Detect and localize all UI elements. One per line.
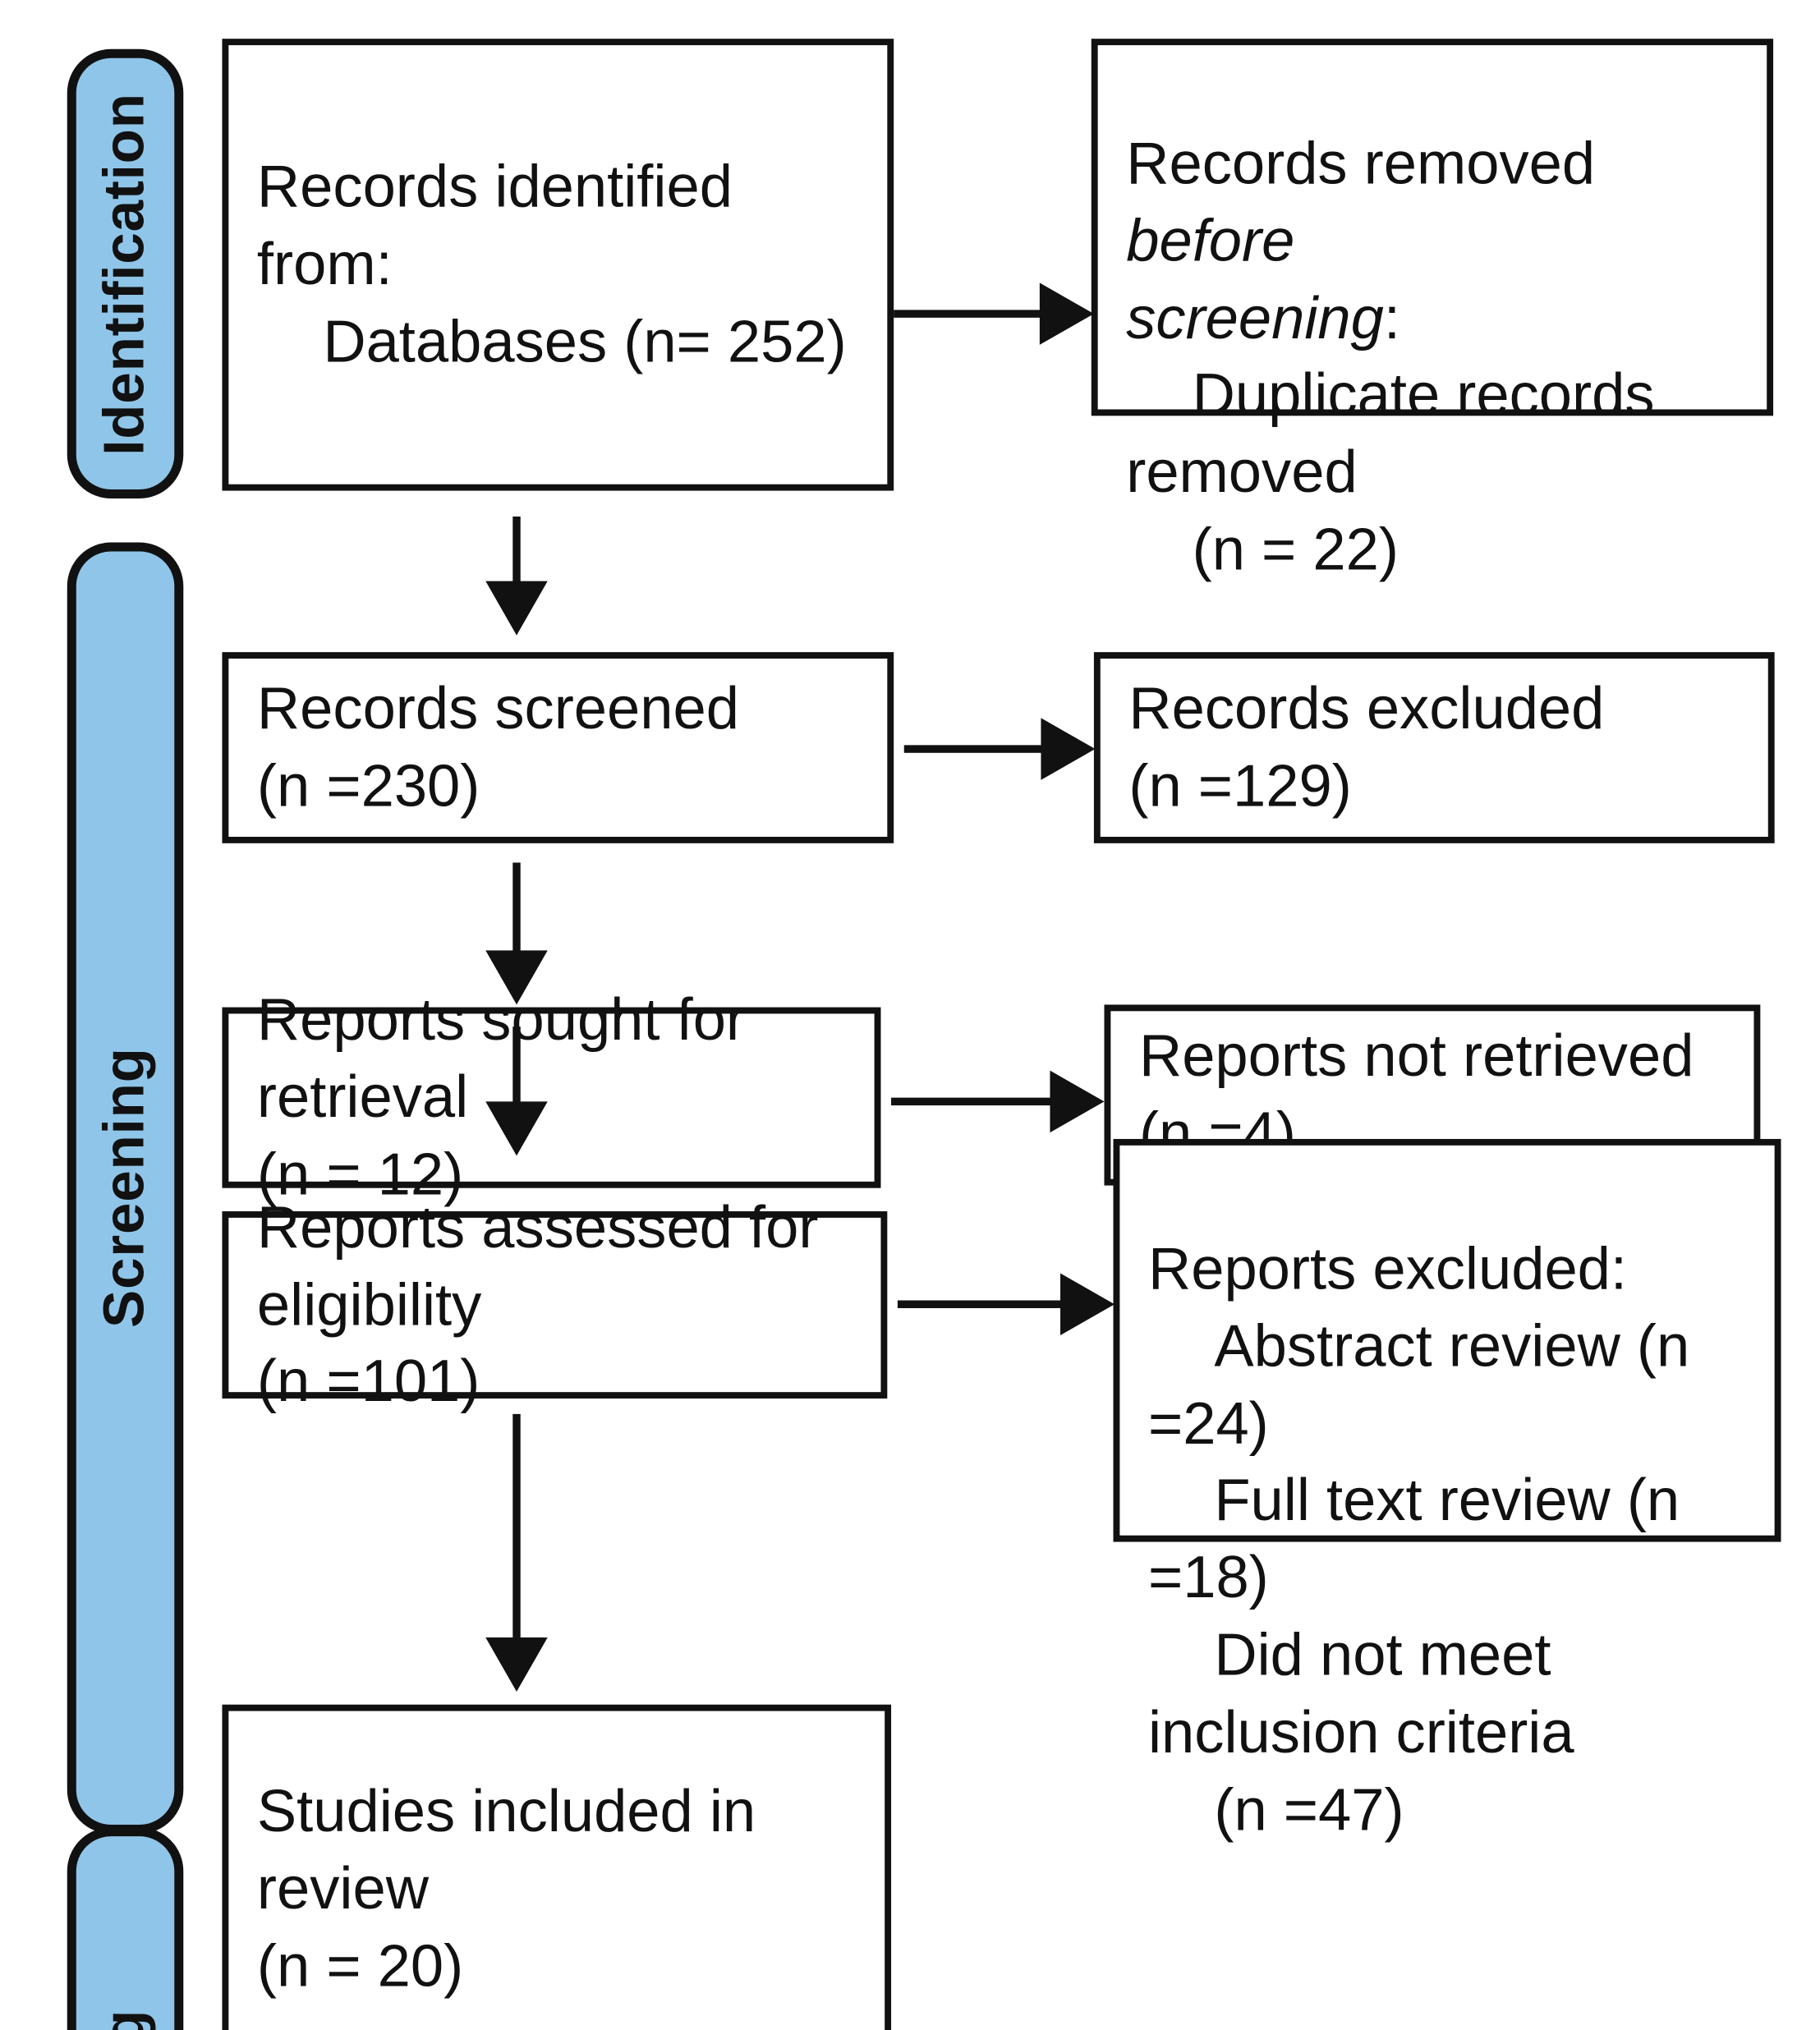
box-reports-assessed: Reports assessed for eligibility (n =101): [222, 1193, 888, 1415]
arrow-identified-to-screened: [485, 517, 549, 636]
stage-label-identification: Identification: [67, 48, 184, 498]
arrow-screened-to-excluded: [903, 717, 1096, 782]
reports-not-retrieved-line1: Reports not retrieved: [1138, 1022, 1694, 1089]
box-reports-sought: Reports sought for retrieval (n = 12): [222, 985, 881, 1207]
records-removed-line2b: :: [1383, 283, 1400, 351]
box-records-excluded-text: Records excluded (n =129): [1101, 670, 1633, 824]
stage-label-screening-upper-text: Screening: [93, 1047, 157, 1329]
arrow-screened-to-sought: [485, 862, 549, 1005]
arrow-shaft: [512, 862, 521, 953]
reports-excluded-line5: (n =47): [1147, 1775, 1404, 1843]
arrow-shaft: [897, 1300, 1067, 1308]
arrow-head: [1041, 718, 1096, 780]
box-records-identified-text: Records identified from: Databases (n= 2…: [228, 149, 887, 380]
reports-assessed-line2: (n =101): [256, 1347, 480, 1415]
box-reports-excluded: Reports excluded: Abstract review (n =24…: [1113, 1138, 1781, 1842]
arrow-head: [485, 1101, 548, 1156]
arrow-head: [485, 950, 548, 1005]
records-screened-line2: (n =230): [256, 751, 480, 819]
box-reports-sought-text: Reports sought for retrieval (n = 12): [228, 982, 874, 1214]
arrow-shaft: [512, 1026, 521, 1105]
reports-excluded-line2: Abstract review (n =24): [1147, 1311, 1707, 1457]
records-identified-line1: Records identified from:: [256, 153, 750, 297]
reports-assessed-line1: Reports assessed for eligibility: [256, 1192, 835, 1338]
box-studies-included: Studies included in review (n = 20): [222, 1704, 892, 2030]
reports-excluded-line4: Did not meet inclusion criteria: [1147, 1620, 1574, 1766]
stage-label-screening-upper: Screening: [67, 542, 184, 1834]
arrow-identified-to-removed: [894, 282, 1094, 347]
box-records-screened-text: Records screened (n =230): [228, 670, 767, 824]
box-records-identified: Records identified from: Databases (n= 2…: [222, 39, 894, 491]
stage-label-screening-lower-text: Screening: [93, 2009, 156, 2030]
box-reports-excluded-text: Reports excluded: Abstract review (n =24…: [1119, 1231, 1774, 1849]
box-records-excluded: Records excluded (n =129): [1093, 652, 1775, 843]
box-reports-assessed-text: Reports assessed for eligibility (n =101): [228, 1189, 880, 1421]
arrow-head: [485, 581, 548, 636]
records-removed-line1b: before: [1126, 206, 1295, 274]
reports-sought-line1: Reports sought for retrieval: [256, 985, 763, 1131]
arrow-assessed-to-included: [485, 1413, 549, 1692]
arrow-shaft: [512, 517, 521, 584]
records-screened-line1: Records screened: [256, 674, 739, 742]
arrow-sought-to-not-retrieved: [891, 1069, 1105, 1134]
arrow-shaft: [894, 310, 1049, 318]
box-records-screened: Records screened (n =230): [222, 652, 894, 843]
reports-excluded-line3: Full text review (n =18): [1147, 1466, 1697, 1611]
records-identified-line2: Databases (n= 252): [256, 307, 847, 374]
stage-label-screening-lower: Screening: [67, 1827, 184, 2030]
records-removed-line4: (n = 22): [1126, 515, 1399, 583]
box-reports-not-retrieved-text: Reports not retrieved(n =4): [1110, 1017, 1722, 1172]
studies-included-line2: (n = 20): [256, 1931, 464, 1999]
reports-excluded-line1: Reports excluded:: [1147, 1234, 1628, 1302]
arrow-assessed-to-reports-excluded: [897, 1272, 1115, 1337]
arrow-head: [1039, 282, 1094, 345]
arrow-sought-to-assessed: [485, 1026, 549, 1156]
records-removed-line3: Duplicate records removed: [1126, 361, 1671, 506]
box-studies-included-text: Studies included in review (n = 20): [228, 1773, 885, 2005]
arrow-shaft: [891, 1097, 1057, 1106]
studies-included-line1: Studies included in review: [256, 1776, 773, 1922]
reports-sought-line2: (n = 12): [256, 1140, 464, 1208]
arrow-shaft: [903, 745, 1049, 753]
records-removed-line1a: Records removed: [1126, 129, 1612, 197]
arrow-head: [1060, 1273, 1115, 1335]
arrow-shaft: [512, 1413, 521, 1641]
records-removed-line2a: screening: [1126, 283, 1384, 351]
box-records-removed: Records removed before screening: Duplica…: [1091, 39, 1774, 582]
arrow-head: [485, 1637, 548, 1692]
stage-label-identification-text: Identification: [93, 92, 157, 456]
box-records-removed-text: Records removed before screening: Duplica…: [1098, 126, 1767, 589]
records-excluded-line1: Records excluded: [1128, 674, 1605, 742]
arrow-head: [1050, 1070, 1105, 1133]
records-excluded-line2: (n =129): [1128, 751, 1352, 819]
